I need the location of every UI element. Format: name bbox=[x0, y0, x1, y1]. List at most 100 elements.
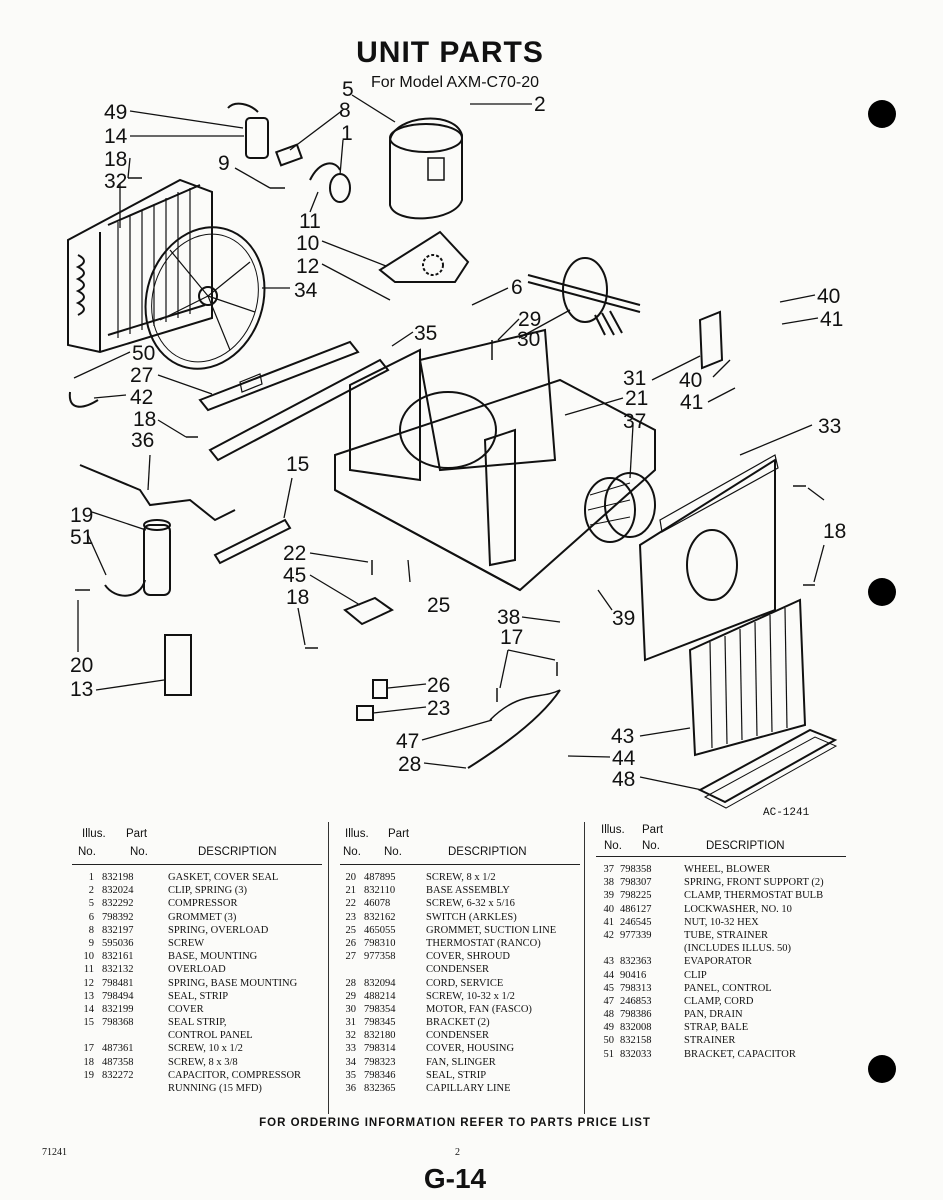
part-number: 798392 bbox=[102, 911, 134, 923]
header-no: No. bbox=[604, 840, 622, 852]
illus-number: 40 bbox=[603, 903, 615, 915]
part-number: 90416 bbox=[620, 969, 647, 981]
callout: 18 bbox=[823, 520, 846, 543]
part-description: SWITCH (ARKLES) bbox=[426, 911, 517, 923]
part-description: BRACKET, CAPACITOR bbox=[684, 1048, 796, 1060]
part-description: SCREW, 10-32 x 1/2 bbox=[426, 990, 515, 1002]
part-number: 832198 bbox=[102, 872, 134, 883]
part-number: 832024 bbox=[102, 885, 134, 897]
evaporator bbox=[688, 598, 807, 757]
ordering-note: FOR ORDERING INFORMATION REFER TO PARTS … bbox=[259, 1117, 651, 1129]
housing-cover bbox=[638, 454, 779, 662]
callout: 9 bbox=[218, 152, 230, 175]
illus-number: 41 bbox=[603, 916, 615, 928]
diagram-ref-code: AC-1241 bbox=[763, 807, 810, 819]
header-illus: Illus. bbox=[601, 824, 625, 836]
illus-number: 21 bbox=[345, 885, 357, 897]
header-no: No. bbox=[78, 846, 96, 858]
part-description: SEAL, STRIP bbox=[168, 990, 229, 1002]
part-description: SCREW, 8 x 1/2 bbox=[426, 872, 496, 883]
callout: 20 bbox=[70, 654, 93, 677]
illus-number: 17 bbox=[83, 1043, 95, 1055]
table-rule bbox=[596, 856, 846, 857]
callout: 37 bbox=[623, 410, 646, 433]
callout: 31 bbox=[623, 367, 646, 390]
part-description: OVERLOAD bbox=[168, 964, 226, 976]
callout: 36 bbox=[131, 429, 154, 452]
part-number: 798313 bbox=[620, 982, 652, 994]
part-number: 832162 bbox=[364, 911, 396, 923]
part-number: 798323 bbox=[364, 1056, 396, 1068]
callout: 28 bbox=[398, 753, 421, 776]
table-header: Illus. Part No. No. DESCRIPTION bbox=[340, 822, 580, 862]
illus-number: 22 bbox=[345, 898, 357, 910]
part-number: 488214 bbox=[364, 990, 396, 1002]
callout: 26 bbox=[427, 674, 450, 697]
callout: 42 bbox=[130, 386, 153, 409]
part-number: 832292 bbox=[102, 898, 134, 910]
thermostat bbox=[372, 679, 388, 699]
part-description: LOCKWASHER, NO. 10 bbox=[684, 903, 792, 915]
part-description: GASKET, COVER SEAL bbox=[168, 872, 279, 883]
part-description: CLAMP, CORD bbox=[684, 995, 754, 1007]
callout: 33 bbox=[818, 415, 841, 438]
part-number: 977339 bbox=[620, 929, 652, 941]
part-number: 832033 bbox=[620, 1048, 652, 1060]
part-description: PAN, DRAIN bbox=[684, 1009, 743, 1021]
part-number: 832132 bbox=[102, 964, 134, 976]
illus-number: 13 bbox=[83, 990, 95, 1002]
header-no: No. bbox=[384, 846, 402, 858]
callout: 45 bbox=[283, 564, 306, 587]
part-description: CONDENSER bbox=[426, 964, 490, 976]
table-row: CONDENSER bbox=[340, 963, 580, 976]
table-rule bbox=[340, 864, 580, 865]
illus-number: 48 bbox=[603, 1009, 615, 1021]
document-number: 71241 bbox=[42, 1147, 67, 1158]
drain-pan bbox=[697, 728, 838, 809]
part-description: TUBE, STRAINER bbox=[684, 929, 768, 941]
part-number: 832008 bbox=[620, 1022, 652, 1034]
callout: 2 bbox=[534, 93, 546, 116]
part-number: 487361 bbox=[102, 1043, 134, 1055]
part-number: 798346 bbox=[364, 1069, 396, 1081]
part-description: CAPACITOR, COMPRESSOR bbox=[168, 1069, 302, 1081]
illus-number: 49 bbox=[603, 1022, 615, 1034]
illus-number: 23 bbox=[345, 911, 357, 923]
callout: 1 bbox=[341, 122, 353, 145]
part-description: CONDENSER bbox=[426, 1030, 490, 1042]
table-row: CONTROL PANEL bbox=[72, 1029, 322, 1042]
illus-number: 38 bbox=[603, 877, 615, 889]
illus-number: 25 bbox=[345, 924, 357, 936]
illus-number: 10 bbox=[83, 951, 95, 963]
illus-number: 27 bbox=[345, 951, 357, 963]
callout: 17 bbox=[500, 626, 523, 649]
part-description: SPRING, BASE MOUNTING bbox=[168, 977, 298, 989]
service-cord bbox=[467, 689, 561, 769]
part-number: 832158 bbox=[620, 1035, 652, 1047]
illus-number: 50 bbox=[603, 1035, 615, 1047]
header-no: No. bbox=[343, 846, 361, 858]
part-number: 798310 bbox=[364, 937, 396, 949]
part-description: THERMOSTAT (RANCO) bbox=[426, 937, 541, 949]
header-description: DESCRIPTION bbox=[706, 840, 785, 852]
part-number: 832161 bbox=[102, 951, 134, 963]
slinger-fan bbox=[144, 226, 266, 370]
part-number: 487358 bbox=[102, 1056, 134, 1068]
header-illus: Illus. bbox=[82, 828, 106, 840]
part-description: NUT, 10-32 HEX bbox=[684, 916, 759, 928]
